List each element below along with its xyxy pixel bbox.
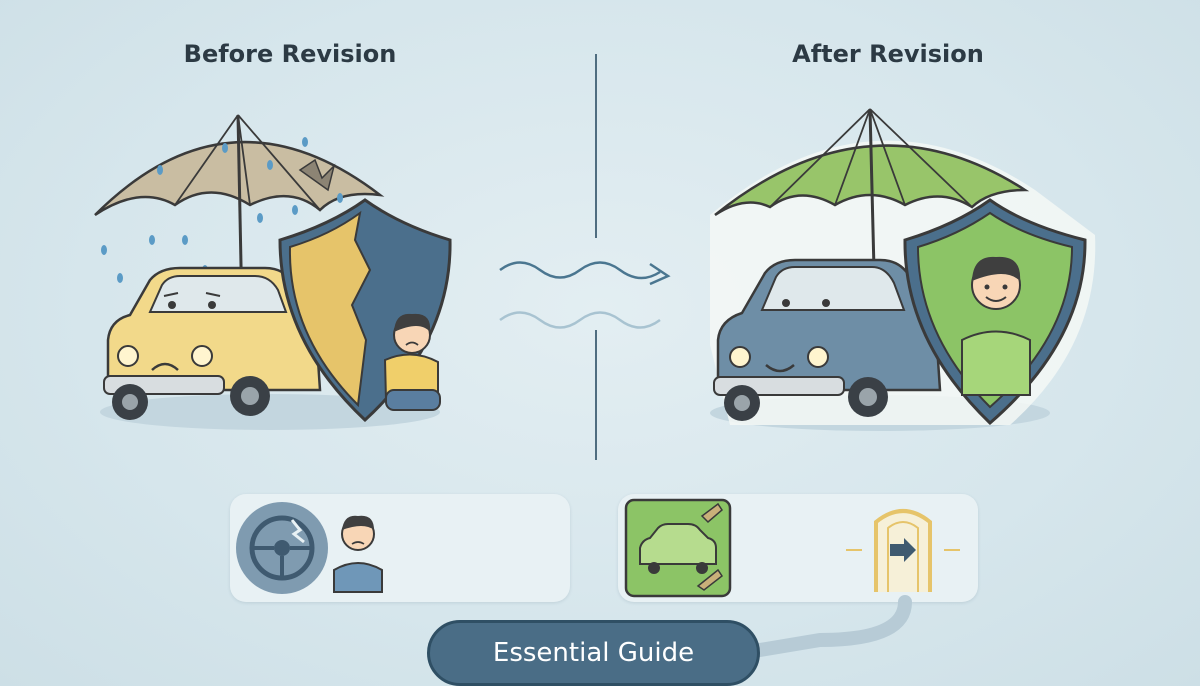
before-summary-card <box>230 494 570 602</box>
after-scene <box>710 108 1096 431</box>
happy-person <box>961 256 1031 396</box>
happy-car <box>713 258 942 421</box>
transition-wave-arrow-icon <box>499 261 671 329</box>
after-revision-heading: After Revision <box>792 40 984 68</box>
green-shield-icon <box>903 198 1087 426</box>
before-revision-heading: Before Revision <box>183 40 397 68</box>
sad-person-small <box>333 515 383 593</box>
essential-guide-label: Essential Guide <box>492 638 695 668</box>
before-card-icons <box>236 502 383 594</box>
before-scene <box>94 114 452 430</box>
rain-drops <box>101 137 343 283</box>
car-repair-icon <box>624 498 732 598</box>
essential-guide-button[interactable]: Essential Guide <box>427 620 760 686</box>
sad-car <box>103 266 322 420</box>
sad-person <box>383 313 441 411</box>
after-card-icons <box>624 498 960 598</box>
door-arrow-icon <box>846 509 960 592</box>
broken-steering-wheel-icon <box>236 502 328 594</box>
after-summary-card <box>618 494 978 602</box>
